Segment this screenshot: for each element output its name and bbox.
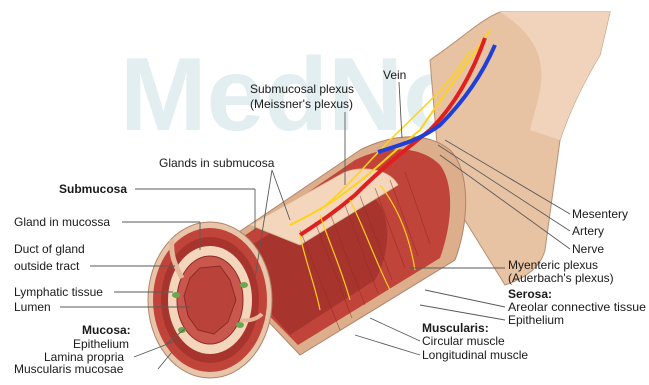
label-epithelium-mucosa: Epithelium — [73, 337, 129, 351]
label-serosa-heading: Serosa: — [508, 287, 552, 301]
label-vein: Vein — [383, 68, 406, 82]
label-submucosal-plexus: Submucosal plexus — [250, 82, 354, 96]
label-longitudinal-muscle: Longitudinal muscle — [422, 348, 528, 362]
label-submucosa: Submucosa — [59, 182, 127, 196]
label-lymphatic-tissue: Lymphatic tissue — [14, 285, 103, 299]
label-duct-of-gland: Duct of gland — [14, 242, 85, 256]
label-mesentery: Mesentery — [572, 207, 628, 221]
label-muscularis-heading: Muscularis: — [422, 321, 489, 335]
label-areolar-connective-tissue: Areolar connective tissue — [508, 300, 646, 314]
label-auerbachs-plexus: (Auerbach's plexus) — [508, 271, 614, 285]
label-nerve: Nerve — [572, 242, 604, 256]
label-circular-muscle: Circular muscle — [422, 334, 505, 348]
label-outside-tract: outside tract — [14, 259, 80, 273]
label-mucosa-heading: Mucosa: — [82, 323, 131, 337]
label-lumen: Lumen — [14, 300, 51, 314]
label-epithelium-serosa: Epithelium — [508, 313, 564, 327]
label-glands-in-submucosa: Glands in submucosa — [159, 156, 275, 170]
label-meissners-plexus: (Meissner's plexus) — [250, 97, 353, 111]
label-artery: Artery — [572, 224, 604, 238]
label-myenteric-plexus: Myenteric plexus — [508, 258, 598, 272]
cross-section — [148, 222, 272, 378]
label-gland-in-mucosa: Gland in mucossa — [14, 215, 110, 229]
label-muscularis-mucosae: Muscularis mucosae — [14, 362, 124, 376]
